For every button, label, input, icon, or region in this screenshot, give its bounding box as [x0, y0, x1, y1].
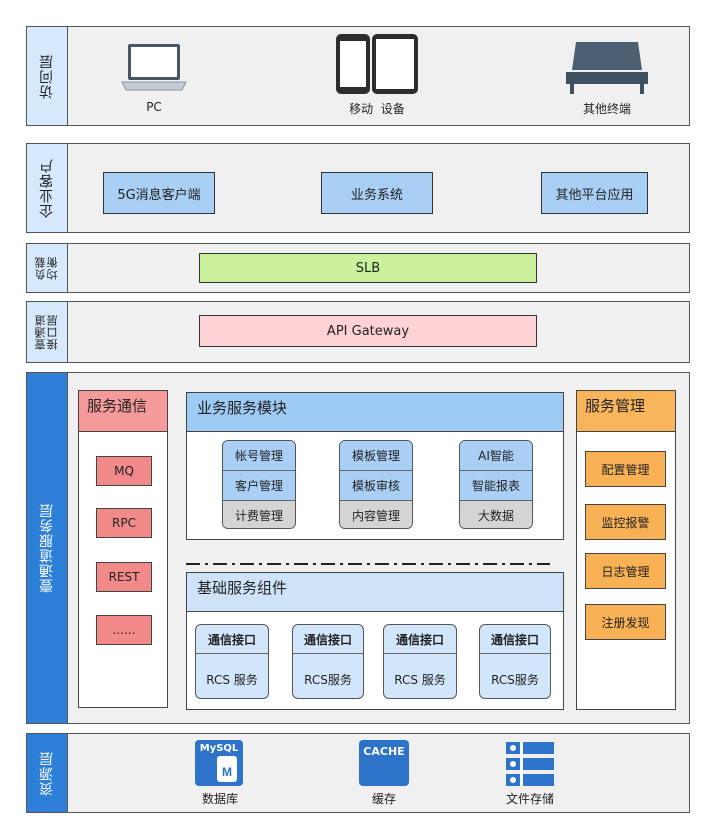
- base-component-3: 通信接口 RCS 服务: [383, 624, 457, 699]
- mysql-badge: MySQL: [199, 743, 239, 754]
- mgmt-item-config: 配置管理: [585, 451, 666, 487]
- base-component-2: 通信接口 RCS服务: [292, 624, 364, 699]
- resource-label-database: 数据库: [201, 792, 238, 806]
- service-mgmt-panel: [576, 390, 676, 710]
- device-label-other: 其他终端: [582, 102, 631, 116]
- slb-box: SLB: [199, 253, 537, 283]
- device-label-mobile: 移动 设备: [349, 102, 405, 116]
- gateway-layer-label: 壹通道 接口层: [26, 301, 68, 363]
- base-component-title: 基础服务组件: [186, 572, 564, 612]
- svg-text:M: M: [222, 765, 232, 779]
- module-item: AI智能: [460, 441, 532, 471]
- device-label-pc: PC: [146, 100, 162, 114]
- module-item: 客户管理: [223, 471, 295, 501]
- component-bottom: RCS 服务: [206, 672, 258, 687]
- enterprise-layer-label: 企业客户: [26, 143, 68, 233]
- laptop-icon: [118, 40, 190, 94]
- cache-badge: CACHE: [363, 745, 405, 758]
- module-item: 大数据: [460, 501, 532, 528]
- dash-dot-divider: [186, 551, 550, 565]
- access-layer-label: 访问层: [26, 26, 68, 126]
- resource-layer-label: 资源层: [26, 733, 68, 813]
- module-item: 计费管理: [223, 501, 295, 528]
- service-comm-panel: [78, 390, 168, 708]
- service-comm-title: 服务通信: [78, 390, 168, 432]
- file-storage-icon: [506, 742, 554, 786]
- mysql-database-icon: M: [195, 740, 243, 786]
- resource-layer: [26, 733, 690, 813]
- resource-label-cache: 缓存: [371, 792, 396, 806]
- load-balancing-layer-label: 负载 均衡: [26, 243, 68, 293]
- resource-label-file-storage: 文件存储: [505, 792, 554, 806]
- terminal-icon: [562, 38, 652, 96]
- comm-item-more: ......: [96, 615, 152, 645]
- biz-module-account: 帐号管理 客户管理 计费管理: [222, 440, 296, 529]
- comm-item-rpc: RPC: [96, 508, 152, 538]
- biz-module-ai: AI智能 智能报表 大数据: [459, 440, 533, 529]
- mgmt-item-monitor: 监控报警: [585, 504, 666, 540]
- enterprise-item-5g-client: 5G消息客户端: [103, 172, 215, 214]
- biz-module-title: 业务服务模块: [186, 392, 564, 432]
- component-top: 通信接口: [480, 625, 550, 654]
- component-top: 通信接口: [384, 625, 456, 654]
- comm-item-mq: MQ: [96, 456, 152, 486]
- component-bottom: RCS 服务: [394, 672, 446, 687]
- mgmt-item-discovery: 注册发现: [585, 604, 666, 640]
- module-item: 模板管理: [340, 441, 412, 471]
- base-component-1: 通信接口 RCS 服务: [195, 624, 269, 699]
- service-mgmt-title: 服务管理: [576, 390, 676, 432]
- component-top: 通信接口: [196, 625, 268, 654]
- comm-item-rest: REST: [96, 562, 152, 592]
- component-top: 通信接口: [293, 625, 363, 654]
- mobile-device-icon: [334, 32, 420, 96]
- cache-icon: [359, 740, 409, 786]
- service-layer-label: 壹通道服务层: [26, 372, 68, 724]
- module-item: 帐号管理: [223, 441, 295, 471]
- component-bottom: RCS服务: [304, 672, 352, 687]
- component-bottom: RCS服务: [491, 672, 539, 687]
- module-item: 模板审核: [340, 471, 412, 501]
- api-gateway-box: API Gateway: [199, 315, 537, 347]
- base-component-4: 通信接口 RCS服务: [479, 624, 551, 699]
- biz-module-template: 模板管理 模板审核 内容管理: [339, 440, 413, 529]
- module-item: 智能报表: [460, 471, 532, 501]
- module-item: 内容管理: [340, 501, 412, 528]
- enterprise-item-other-platform: 其他平台应用: [541, 172, 648, 214]
- mgmt-item-log: 日志管理: [585, 553, 666, 589]
- enterprise-item-business-system: 业务系统: [321, 172, 433, 214]
